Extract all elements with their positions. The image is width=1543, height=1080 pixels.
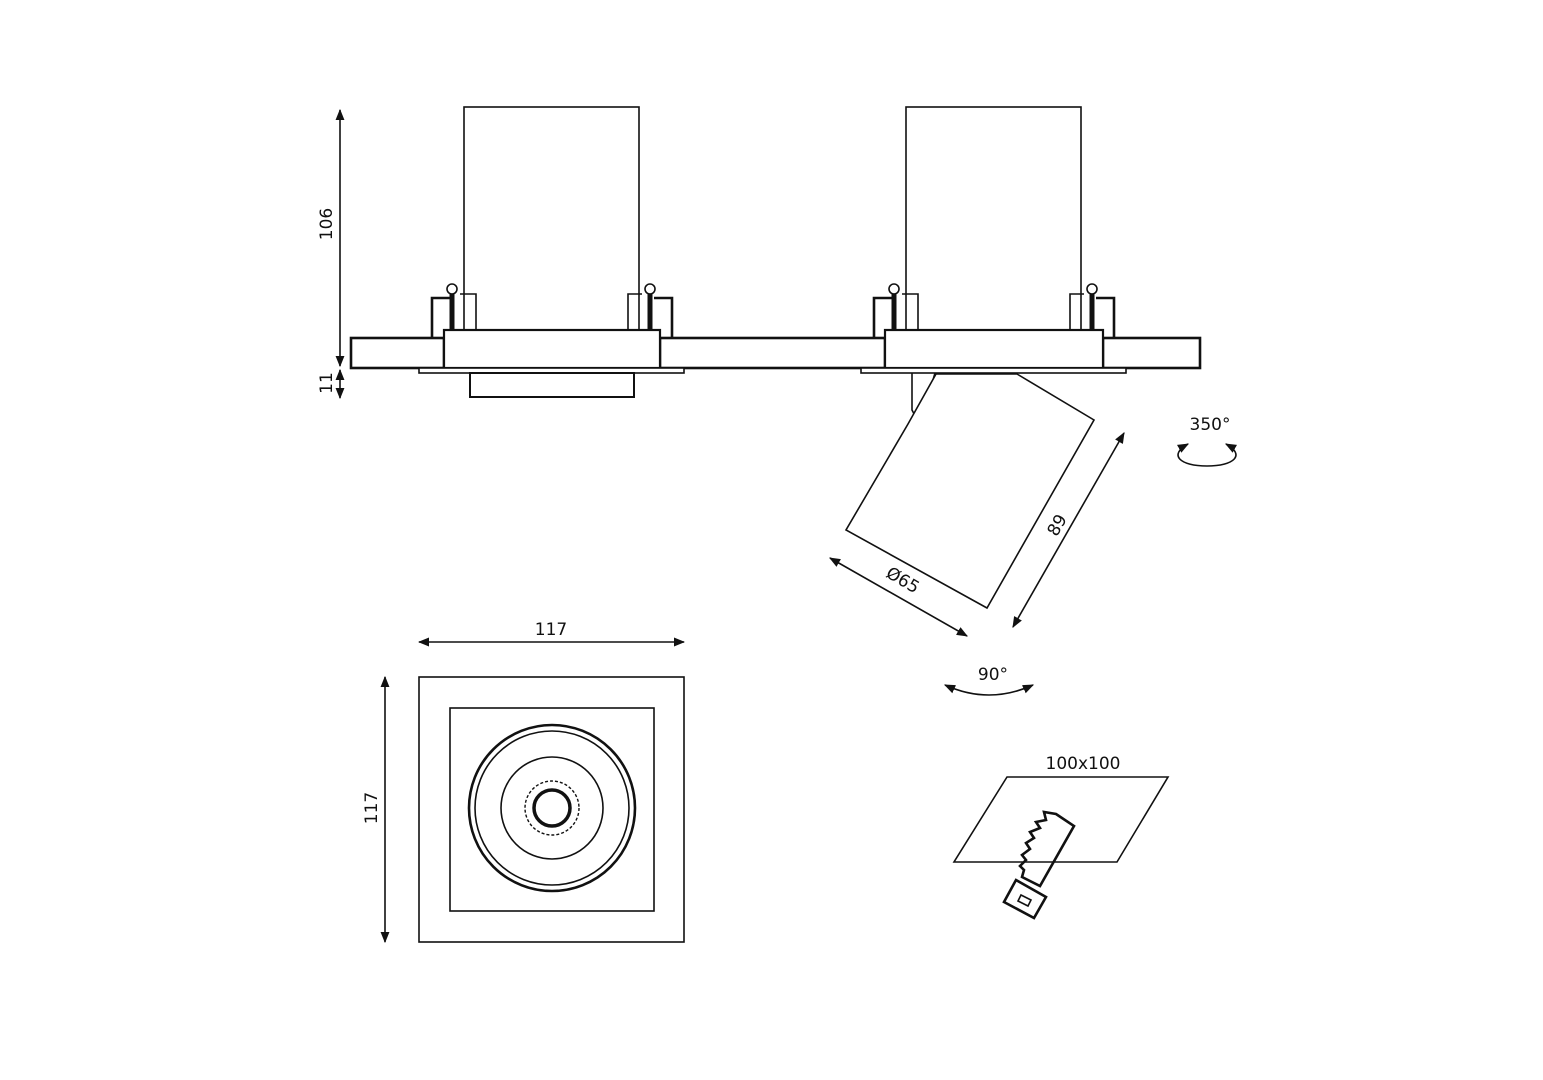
fixture-right-tilted-view <box>844 106 1127 610</box>
dimension-11: 11 <box>317 368 345 400</box>
fixture-left-side-view <box>418 106 685 398</box>
saw-icon <box>1002 810 1076 920</box>
width-label: 117 <box>535 620 567 640</box>
dimension-depth-117: 117 <box>362 675 390 944</box>
dimension-106: 106 <box>317 108 345 368</box>
fixture-plan-view <box>418 676 685 943</box>
dim-89-label: 89 <box>1044 511 1072 540</box>
cutout-diagram: 100x100 <box>952 754 1170 863</box>
dim-106-label: 106 <box>317 208 337 240</box>
dimension-width-117: 117 <box>417 620 686 647</box>
depth-label: 117 <box>362 792 382 824</box>
tilt-label: 90° <box>978 665 1008 685</box>
dim-11-label: 11 <box>317 372 337 394</box>
rotation-350: 350° <box>1177 415 1237 467</box>
tilt-90: 90° <box>943 665 1035 696</box>
cutout-label: 100x100 <box>1046 754 1121 774</box>
rotation-label: 350° <box>1190 415 1231 435</box>
